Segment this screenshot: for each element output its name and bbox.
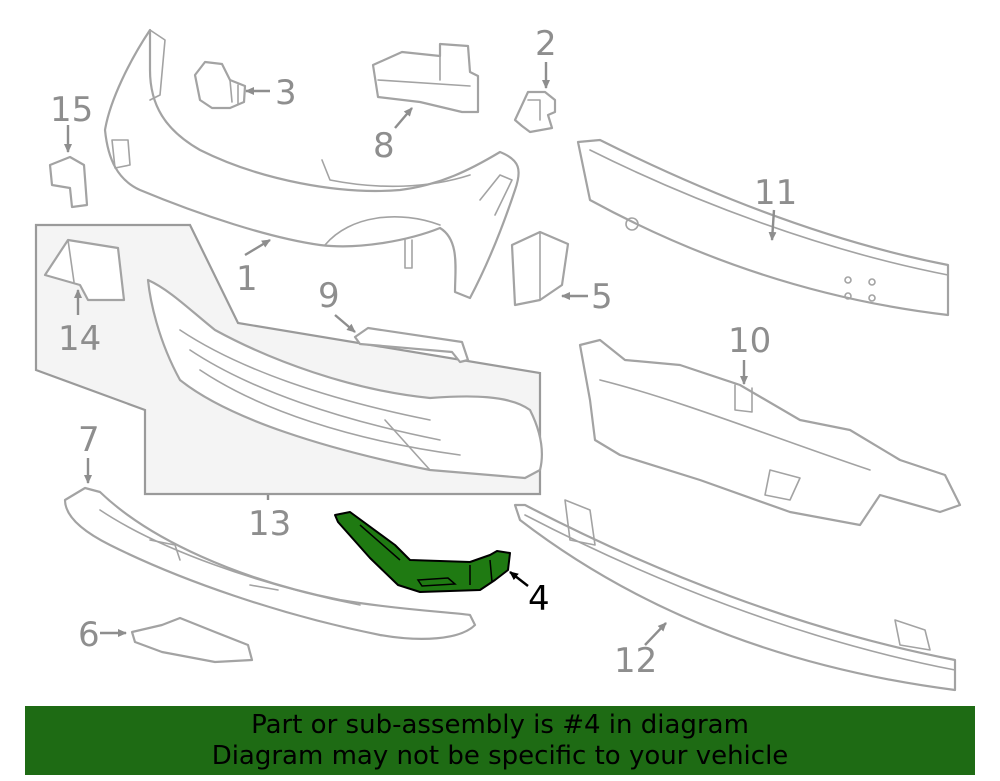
leader-9 [334,314,356,333]
leader-1 [244,238,271,257]
callout-11[interactable]: 11 [754,173,797,213]
part-3-sensor[interactable] [193,60,247,110]
banner-line-2: Diagram may not be specific to your vehi… [211,741,789,771]
callout-4[interactable]: 4 [528,579,550,619]
callout-8[interactable]: 8 [373,126,395,166]
part-12-impact-bar[interactable] [513,499,957,692]
part-1-bumper-cover[interactable] [103,28,520,300]
callout-3[interactable]: 3 [275,73,297,113]
leader-8 [394,107,413,129]
part-15-clip[interactable] [48,155,89,209]
part-2-clip[interactable] [513,90,557,134]
callout-1[interactable]: 1 [236,259,258,299]
callout-12[interactable]: 12 [614,641,657,681]
part-13-grille[interactable] [146,278,544,480]
callout-7[interactable]: 7 [78,420,100,460]
leader-11 [768,209,777,241]
callout-14[interactable]: 14 [58,319,101,359]
part-14-cover[interactable] [43,238,126,302]
leader-12 [644,622,667,646]
part-11-reinforcement[interactable] [576,138,950,317]
part-8-bracket[interactable] [371,42,480,114]
callout-13[interactable]: 13 [248,504,291,544]
callout-labels: 1 2 3 4 5 6 7 8 9 10 11 12 13 14 15 [50,24,797,681]
callout-15[interactable]: 15 [50,90,93,130]
part-9-retainer[interactable] [353,326,470,364]
part-10-absorber[interactable] [578,338,962,527]
callout-9[interactable]: 9 [318,276,340,316]
leader-4 [509,571,529,587]
callout-6[interactable]: 6 [78,615,100,655]
callout-5[interactable]: 5 [591,277,613,317]
callout-2[interactable]: 2 [535,24,557,64]
callout-10[interactable]: 10 [728,321,771,361]
banner-line-1: Part or sub-assembly is #4 in diagram [251,710,749,740]
info-banner: Part or sub-assembly is #4 in diagram Di… [25,706,975,775]
part-5-bracket[interactable] [510,230,570,307]
leader-lines [64,62,777,646]
parts-diagram: 1 2 3 4 5 6 7 8 9 10 11 12 13 14 15 [34,24,962,692]
part-6-bracket[interactable] [130,616,254,664]
part-4-highlighted[interactable] [334,511,511,593]
part-7-lower-cover[interactable] [63,486,477,640]
